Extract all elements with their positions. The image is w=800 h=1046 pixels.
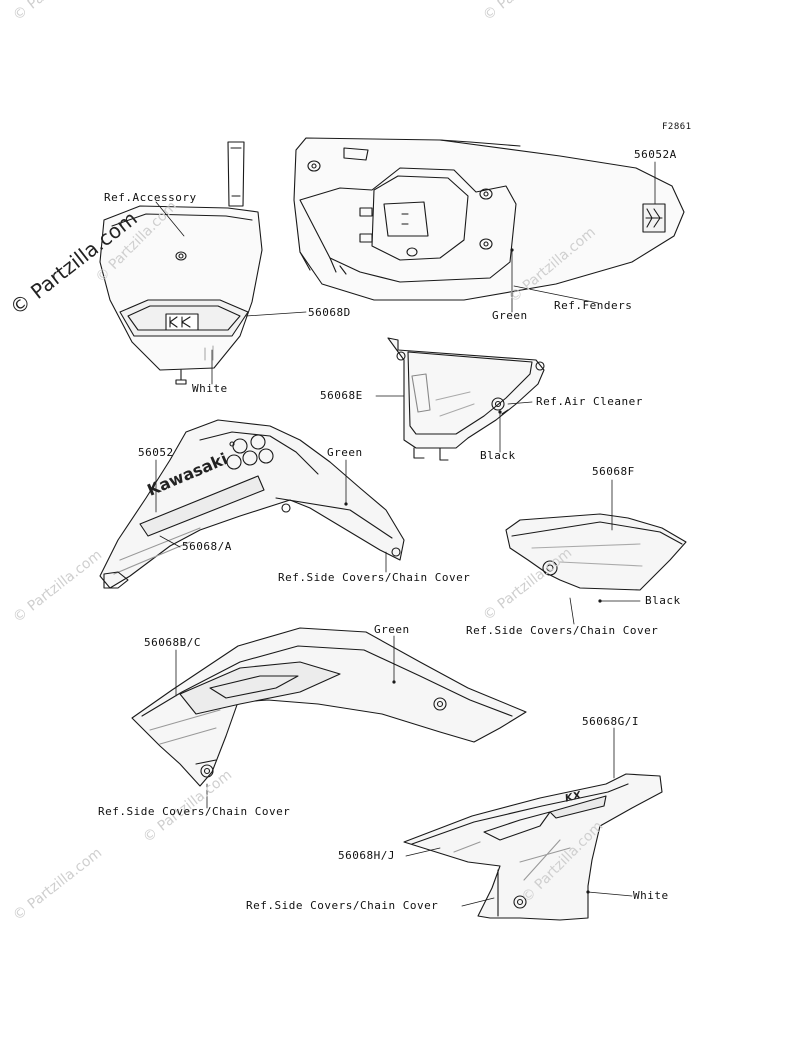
ref-accessory: Ref.Accessory	[104, 191, 197, 204]
part-56068E[interactable]: 56068E	[320, 389, 363, 402]
ref-side-covers-chain-cover: Ref.Side Covers/Chain Cover	[466, 624, 659, 637]
color-black-side-cover: Black	[645, 594, 681, 607]
radiator-shroud	[99, 419, 405, 589]
ref-fenders: Ref.Fenders	[554, 299, 633, 312]
color-white-side-panel: White	[633, 889, 669, 902]
part-56068A[interactable]: 56068/A	[182, 540, 232, 553]
rear-fender	[293, 137, 685, 301]
part-56052[interactable]: 56052	[138, 446, 174, 459]
part-56068D[interactable]: 56068D	[308, 306, 351, 319]
color-green-shroud: Green	[327, 446, 363, 459]
ref-air-cleaner: Ref.Air Cleaner	[536, 395, 643, 408]
part-56068BC[interactable]: 56068B/C	[144, 636, 201, 649]
ref-side-covers-chain-cover: Ref.Side Covers/Chain Cover	[98, 805, 291, 818]
part-56052A[interactable]: 56052A	[634, 148, 677, 161]
ref-side-covers-chain-cover: Ref.Side Covers/Chain Cover	[278, 571, 471, 584]
color-green-lower: Green	[374, 623, 410, 636]
color-black-air-cleaner: Black	[480, 449, 516, 462]
part-56068F[interactable]: 56068F	[592, 465, 635, 478]
leader-lines	[155, 161, 656, 907]
side-cover-lower-left	[131, 627, 527, 787]
side-number-panel	[403, 773, 663, 921]
color-green-fender: Green	[492, 309, 528, 322]
front-number-plate	[99, 141, 263, 385]
air-cleaner-cover	[387, 337, 545, 461]
color-white-plate: White	[192, 382, 228, 395]
part-56068GI[interactable]: 56068G/I	[582, 715, 639, 728]
side-cover-upper-right	[505, 513, 687, 591]
ref-side-covers-chain-cover: Ref.Side Covers/Chain Cover	[246, 899, 439, 912]
part-56068HJ[interactable]: 56068H/J	[338, 849, 395, 862]
figure-code: F2861	[662, 122, 692, 132]
leader-dots	[344, 248, 602, 894]
